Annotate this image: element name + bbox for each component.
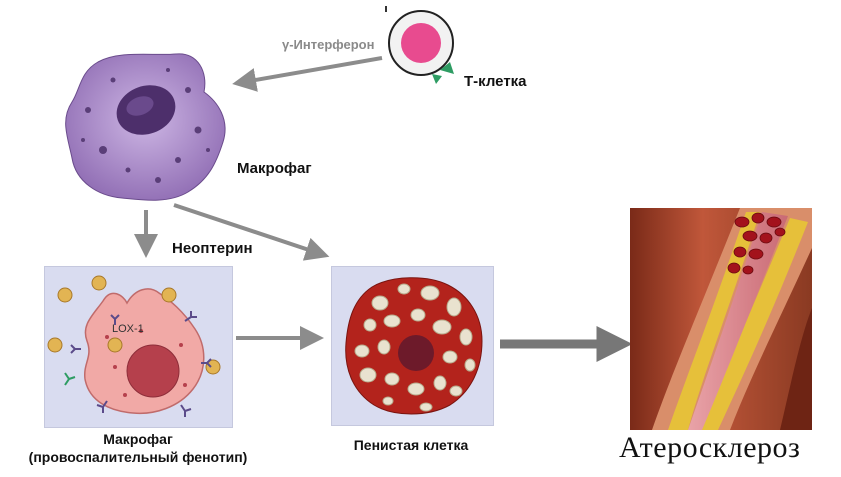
macrophage-label: Макрофаг	[237, 160, 312, 177]
arrow-macrophage-to-foam	[173, 203, 330, 261]
macrophage-illustration	[65, 53, 226, 201]
pheno-macrophage-panel	[44, 266, 233, 428]
interferon-label: γ-Интерферон	[282, 37, 375, 52]
pheno-macrophage-illustration	[47, 275, 221, 417]
arrow-interferon-to-macrophage	[232, 56, 383, 92]
neopterin-label: Неоптерин	[172, 240, 253, 257]
foam-cell-panel	[331, 266, 494, 426]
artery-illustration	[630, 208, 812, 430]
t-cell-icon	[388, 10, 454, 84]
atherosclerosis-label: Атеросклероз	[619, 431, 801, 464]
foam-cell-illustration	[345, 277, 483, 415]
pheno-macrophage-caption: Макрофаг (провоспалительный фенотип)	[0, 430, 276, 466]
tick-mark	[385, 6, 387, 12]
pheno-macrophage-subtitle: (провоспалительный фенотип)	[28, 449, 248, 465]
t-cell-label: Т-клетка	[464, 73, 527, 90]
lox1-label: LOX-1	[112, 323, 144, 335]
foam-cell-caption: Пенистая клетка	[353, 437, 469, 453]
pheno-macrophage-title: Макрофаг	[103, 431, 173, 447]
